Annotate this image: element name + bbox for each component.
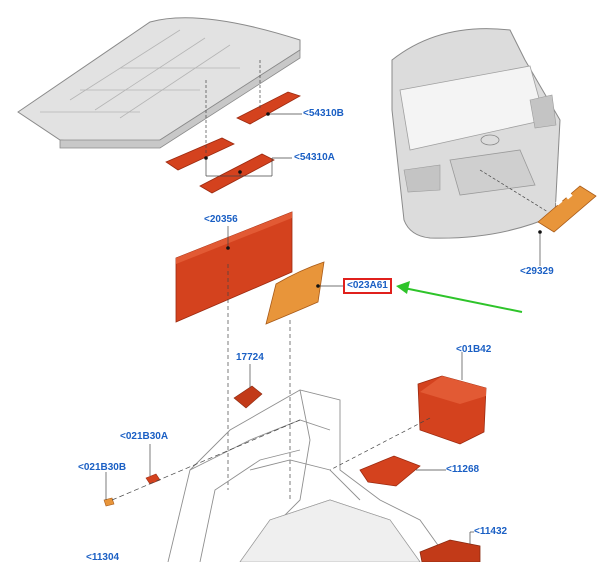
clip-021b30b xyxy=(103,497,115,507)
callout-29329[interactable]: <29329 xyxy=(520,266,554,277)
callout-021b30b[interactable]: <021B30B xyxy=(78,462,127,473)
liftgate xyxy=(391,28,561,239)
callout-01b42[interactable]: <01B42 xyxy=(456,344,492,355)
clip-021b30a xyxy=(145,473,161,485)
roof-leader-lines xyxy=(205,60,302,177)
pointer-arrow xyxy=(396,281,523,313)
callout-021b30a[interactable]: <021B30A xyxy=(120,431,169,442)
roof-pad-54310a-left xyxy=(165,137,235,171)
callout-11432[interactable]: <11432 xyxy=(474,526,508,537)
callout-54310b[interactable]: <54310B xyxy=(303,108,344,119)
roof-panel xyxy=(17,17,301,149)
callout-11268[interactable]: <11268 xyxy=(446,464,480,475)
side-panel-20356 xyxy=(175,211,293,323)
roof-pad-54310b xyxy=(236,91,301,125)
roof-pad-54310a-right xyxy=(199,153,275,194)
wheelhouse-pad-023a61 xyxy=(265,261,325,325)
callout-11304[interactable]: <11304 xyxy=(86,552,120,563)
pad-11268 xyxy=(359,455,421,487)
callout-023a61[interactable]: <023A61 xyxy=(343,278,392,294)
pad-11432 xyxy=(419,539,481,562)
callout-20356[interactable]: <20356 xyxy=(204,214,238,225)
liftgate-leader-lines xyxy=(479,169,549,266)
pad-01b42 xyxy=(417,375,487,445)
callout-54310a[interactable]: <54310A xyxy=(294,152,335,163)
liftgate-pad-29329 xyxy=(537,185,597,233)
pad-17724 xyxy=(233,385,263,409)
roof-dots xyxy=(204,112,270,174)
callout-17724[interactable]: 17724 xyxy=(236,352,264,363)
